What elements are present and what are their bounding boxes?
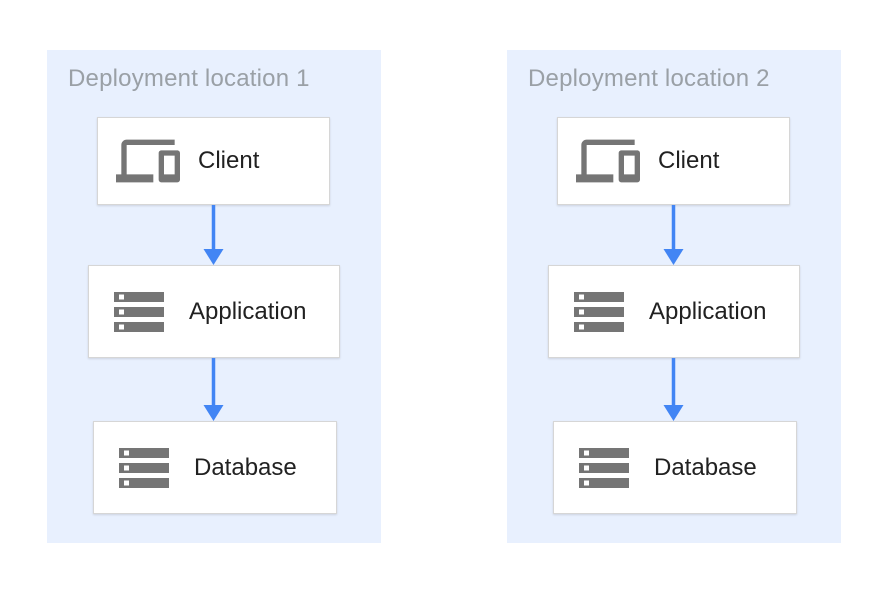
node-label: Database [654,453,757,481]
database-node: Database [553,421,797,514]
down-arrow-icon [663,205,684,265]
database-node: Database [93,421,337,514]
down-arrow-icon [203,358,224,421]
down-arrow-icon [663,358,684,421]
node-label: Application [189,297,307,325]
node-label: Application [649,297,767,325]
panel-title: Deployment location 2 [528,65,770,92]
deployment-panel-1: Deployment location 1 Client Application [47,50,381,543]
down-arrow-icon [203,205,224,265]
node-label: Database [194,453,297,481]
client-node: Client [97,117,330,205]
application-node: Application [88,265,340,358]
deployment-panel-2: Deployment location 2 Client Application [507,50,841,543]
node-label: Client [658,147,720,174]
client-node: Client [557,117,790,205]
storage-icon [89,282,189,342]
devices-icon [98,129,198,193]
panel-title: Deployment location 1 [68,65,310,92]
node-label: Client [198,147,260,174]
application-node: Application [548,265,800,358]
storage-icon [94,438,194,498]
storage-icon [549,282,649,342]
storage-icon [554,438,654,498]
devices-icon [558,129,658,193]
